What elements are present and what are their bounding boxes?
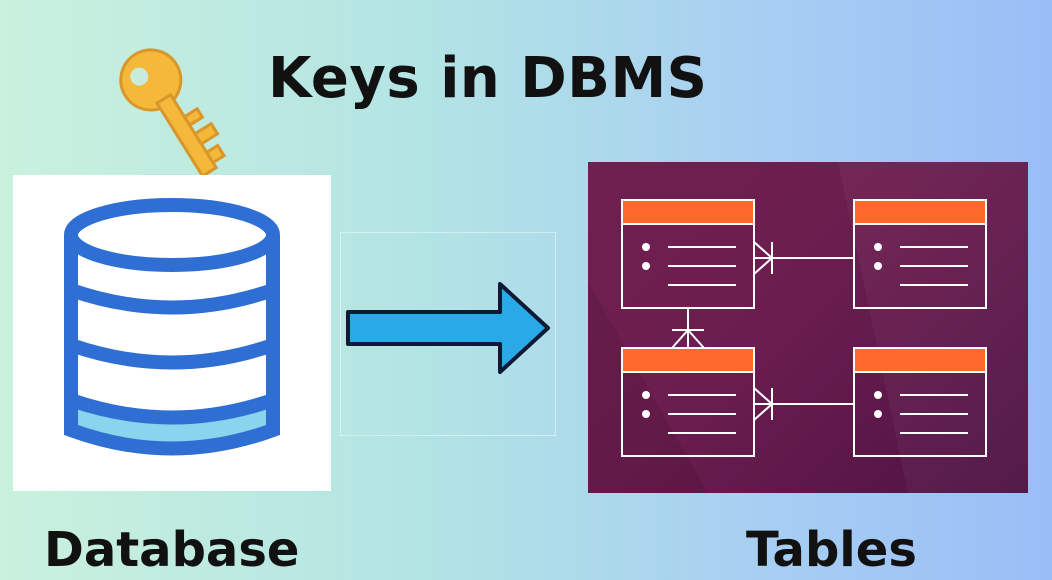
entity-relationship-icon: [588, 162, 1028, 493]
tables-panel: [588, 162, 1028, 493]
page-title: Keys in DBMS: [268, 46, 708, 111]
er-table-bottom-left: [621, 347, 755, 457]
er-relationship-lines: [671, 241, 854, 421]
er-table-top-right: [853, 199, 987, 309]
tables-label: Tables: [746, 522, 917, 578]
er-table-bottom-right: [853, 347, 987, 457]
empty-frame: [340, 232, 556, 436]
database-label: Database: [44, 522, 300, 578]
database-cylinder-icon: [64, 198, 280, 456]
right-arrow-icon: [346, 282, 550, 374]
database-panel: [13, 175, 331, 491]
key-icon: [119, 48, 227, 178]
er-table-top-left: [621, 199, 755, 309]
